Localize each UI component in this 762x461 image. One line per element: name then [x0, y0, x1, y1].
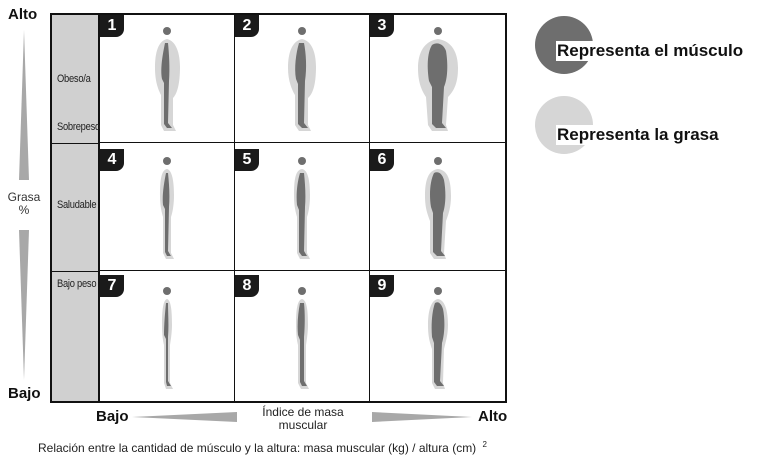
body-figure-icon — [288, 27, 316, 131]
head-dot — [163, 287, 171, 295]
row-divider — [52, 143, 98, 144]
body-cell-2: 2 — [235, 15, 370, 143]
muscle-layer — [296, 173, 307, 256]
x-axis-title-line2: muscular — [278, 418, 328, 432]
head-dot — [434, 157, 442, 165]
cell-number-badge: 5 — [235, 149, 259, 171]
body-figure-icon — [155, 27, 180, 131]
body-figure-icon — [428, 287, 448, 389]
cell-number-badge: 6 — [370, 149, 394, 171]
y-axis-arrows — [19, 30, 29, 380]
muscle-layer — [431, 302, 445, 386]
muscle-layer — [430, 172, 446, 256]
cell-number-badge: 4 — [100, 149, 124, 171]
x-axis-left-label: Bajo — [96, 408, 129, 425]
muscle-layer — [295, 43, 308, 128]
body-figure-icon — [162, 287, 173, 389]
y-axis-arrow-up — [19, 30, 29, 180]
row-divider — [52, 271, 98, 272]
head-dot — [163, 157, 171, 165]
body-figure-icon — [294, 157, 310, 259]
body-cell-7: 7 — [100, 271, 235, 401]
cell-number-badge: 3 — [370, 15, 394, 37]
cell-number-badge: 8 — [235, 275, 259, 297]
x-axis-arrow-right — [372, 412, 472, 422]
body-cell-1: 1 — [100, 15, 235, 143]
y-axis-top-label: Alto — [8, 6, 38, 23]
row-label-obese: Obeso/a — [57, 73, 91, 85]
body-cell-3: 3 — [370, 15, 505, 143]
caption-text: Relación entre la cantidad de músculo y … — [38, 441, 477, 455]
legend-fat: Representa la grasa — [534, 95, 744, 155]
row-label-overweight: Sobrepeso — [57, 121, 100, 133]
body-cell-8: 8 — [235, 271, 370, 401]
row-label-underweight: Bajo peso — [57, 278, 97, 290]
body-cell-4: 4 — [100, 143, 235, 271]
head-dot — [298, 157, 306, 165]
row-label-column: Obeso/a Sobrepeso Saludable Bajo peso — [52, 15, 100, 401]
y-axis-title-line2: % — [18, 203, 30, 217]
body-figure-icon — [296, 287, 309, 389]
body-cell-6: 6 — [370, 143, 505, 271]
y-axis-title-line1: Grasa — [7, 190, 41, 204]
caption-superscript: 2 — [482, 440, 487, 449]
y-axis-arrow-down — [19, 230, 29, 380]
x-axis-right-label: Alto — [478, 408, 508, 425]
body-figure-icon — [160, 157, 174, 259]
head-dot — [298, 27, 306, 35]
row-label-healthy: Saludable — [57, 199, 97, 211]
body-figure-icon — [425, 157, 451, 259]
x-axis-arrows — [132, 412, 472, 422]
legend-muscle-label: Representa el músculo — [556, 41, 745, 61]
muscle-layer — [162, 173, 171, 256]
head-dot — [434, 27, 442, 35]
x-axis-arrow-left — [132, 412, 237, 422]
x-axis-title: Índice de masa muscular — [236, 406, 370, 432]
caption: Relación entre la cantidad de músculo y … — [38, 440, 487, 455]
y-axis-title: Grasa % — [2, 191, 46, 217]
muscle-layer — [164, 303, 171, 386]
legend-muscle: Representa el músculo — [534, 15, 756, 75]
x-axis-title-line1: Índice de masa — [262, 405, 344, 419]
body-figure-icon — [418, 27, 458, 131]
cell-number-badge: 7 — [100, 275, 124, 297]
legend-fat-label: Representa la grasa — [556, 125, 720, 145]
body-cell-5: 5 — [235, 143, 370, 271]
y-axis-bottom-label: Bajo — [8, 385, 41, 402]
head-dot — [163, 27, 171, 35]
cell-number-badge: 1 — [100, 15, 124, 37]
body-cell-9: 9 — [370, 271, 505, 401]
head-dot — [434, 287, 442, 295]
muscle-layer — [427, 43, 448, 128]
muscle-layer — [297, 303, 307, 386]
muscle-layer — [161, 43, 172, 128]
body-type-grid: Obeso/a Sobrepeso Saludable Bajo peso 1 … — [50, 13, 507, 403]
head-dot — [298, 287, 306, 295]
cell-number-badge: 2 — [235, 15, 259, 37]
cell-number-badge: 9 — [370, 275, 394, 297]
